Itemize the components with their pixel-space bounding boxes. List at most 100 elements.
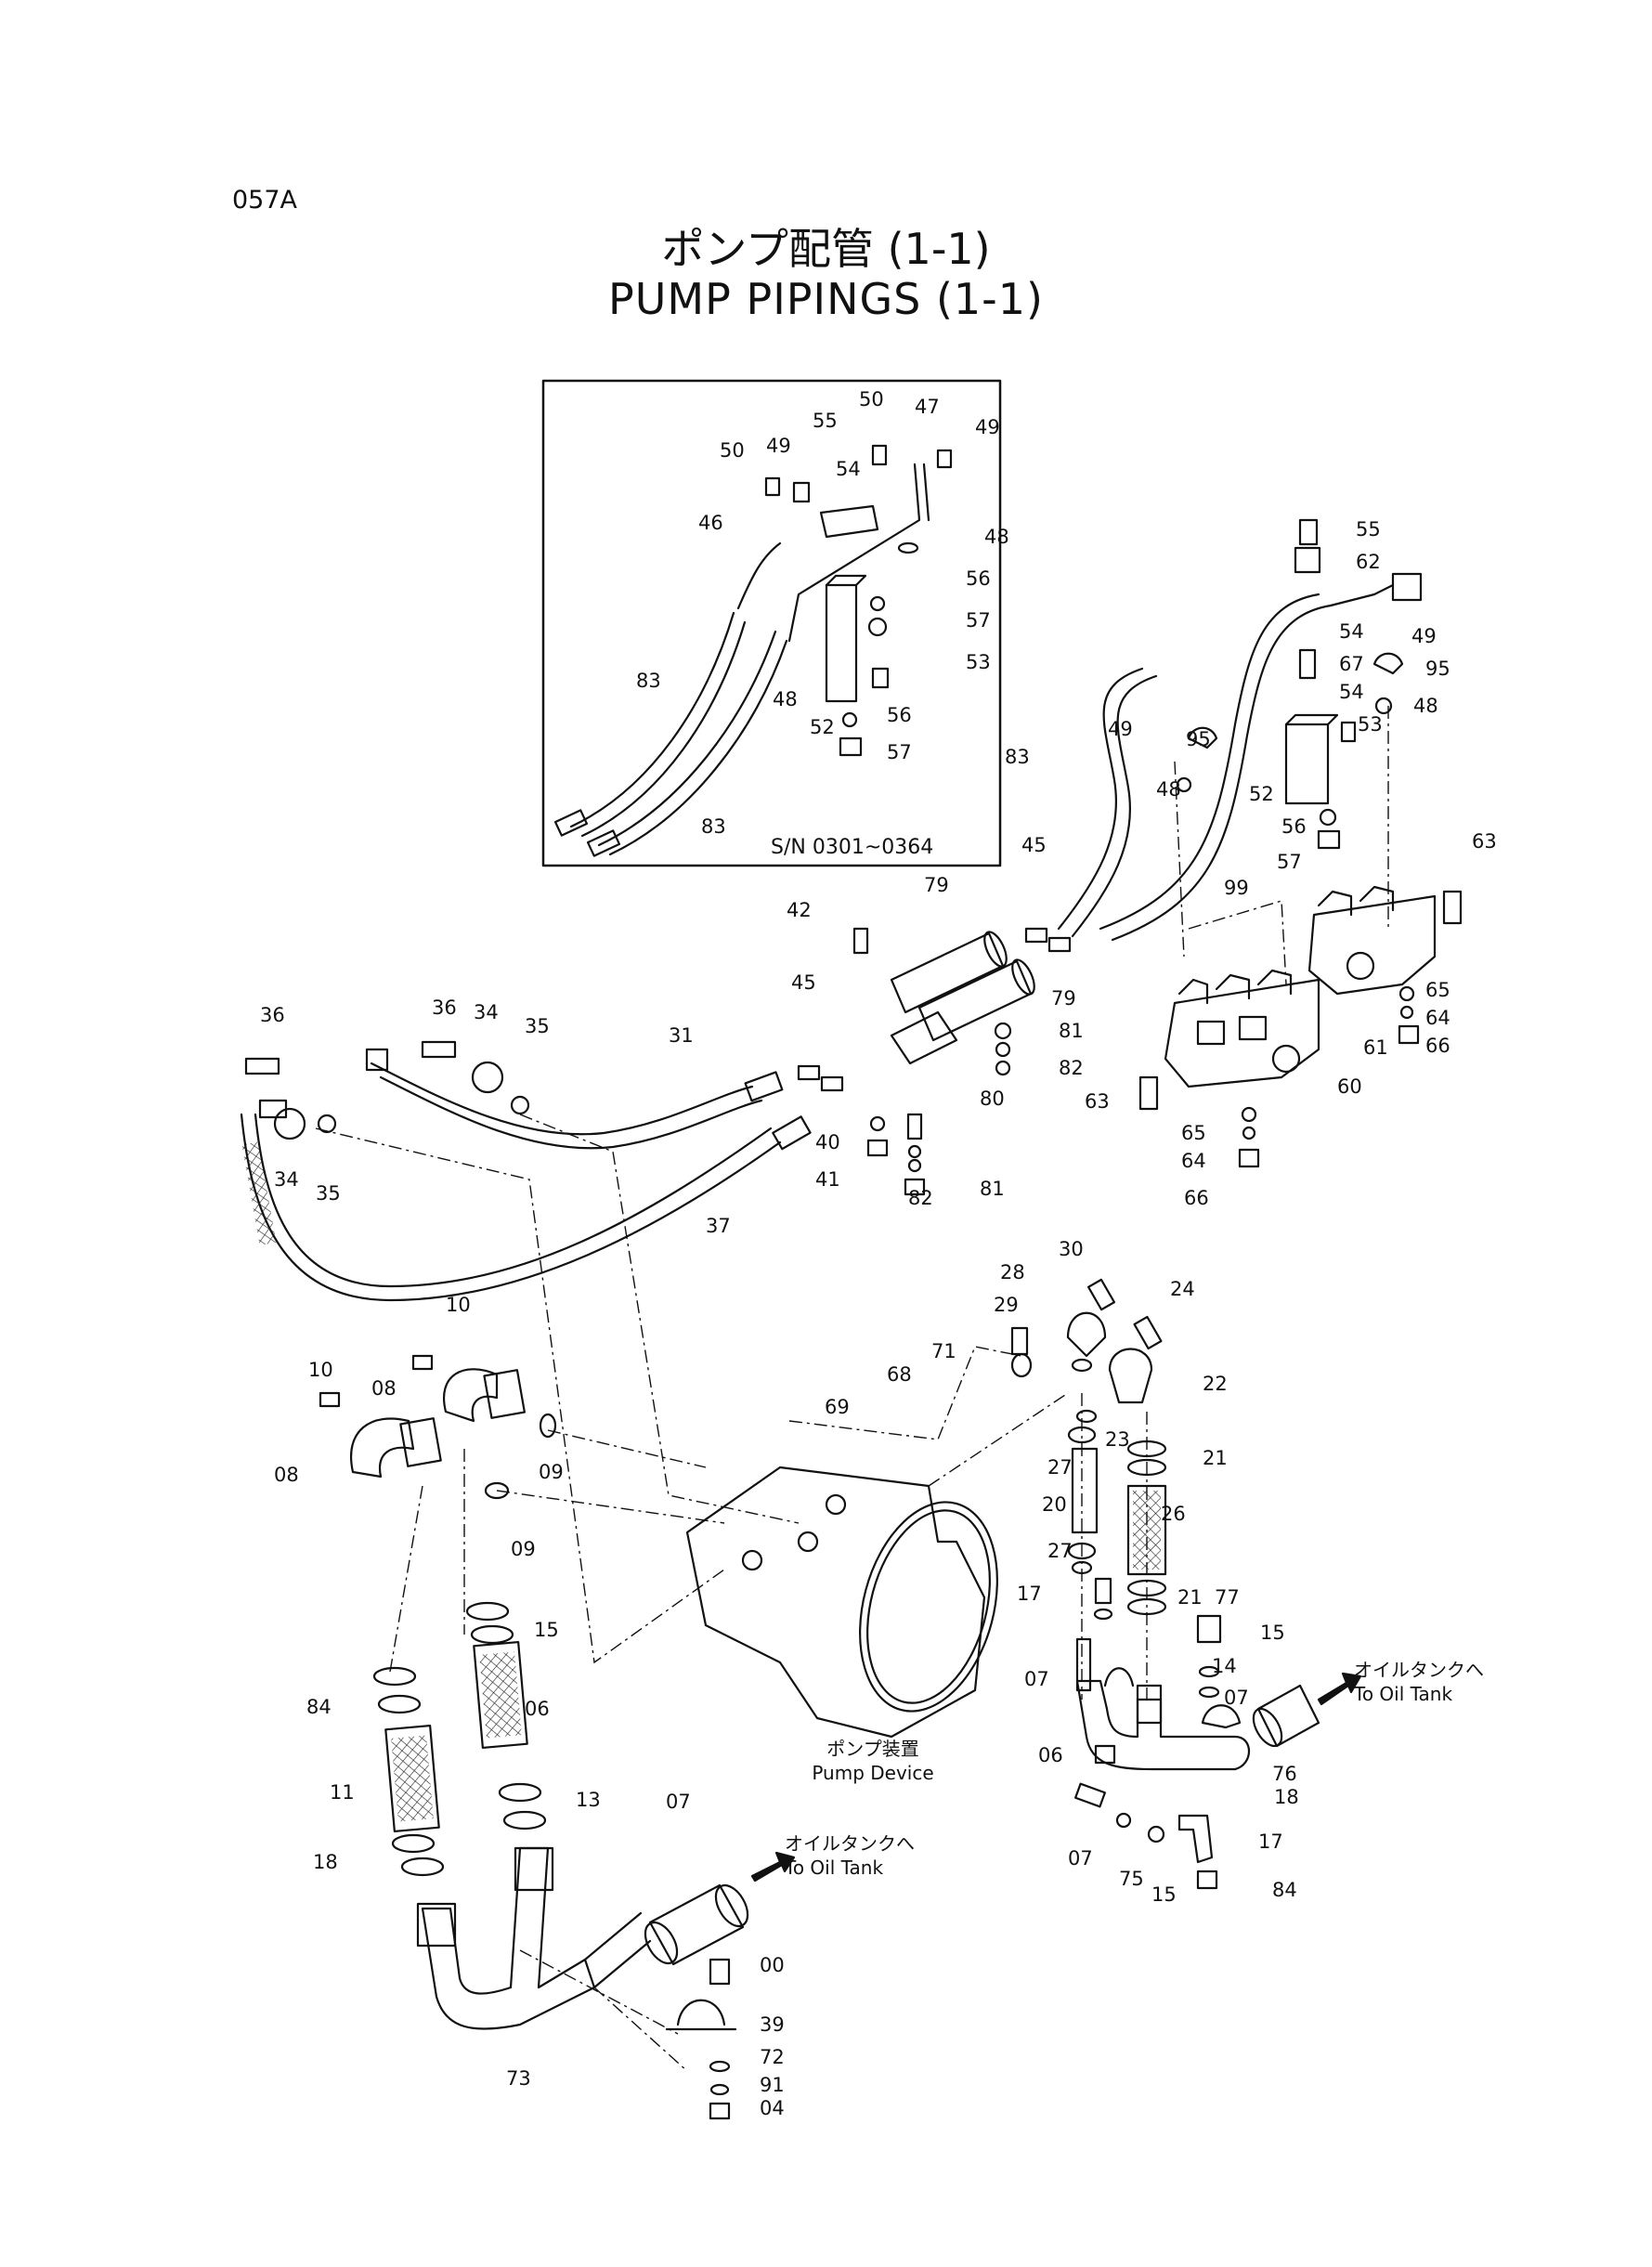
part-callout-81: 81 — [980, 1178, 1005, 1200]
to-oil-tank-caption-right: オイルタンクへ To Oil Tank — [1354, 1658, 1512, 1706]
part-callout-71: 71 — [931, 1340, 956, 1362]
part-callout-11: 11 — [330, 1781, 355, 1804]
part-callout-13: 13 — [576, 1789, 601, 1811]
part-callout-84: 84 — [306, 1696, 332, 1718]
part-callout-65: 65 — [1181, 1122, 1206, 1144]
part-callout-30: 30 — [1059, 1238, 1084, 1260]
to-oil-tank-right-en: To Oil Tank — [1354, 1683, 1453, 1705]
part-callout-45: 45 — [791, 971, 816, 994]
part-callout-46: 46 — [698, 512, 723, 534]
part-callout-52: 52 — [810, 716, 835, 738]
part-callout-55: 55 — [1356, 518, 1381, 541]
inset-hose-83b — [597, 630, 777, 847]
document-code: 057A — [232, 186, 298, 215]
hose-11 — [1256, 1684, 1320, 1748]
part-callout-14: 14 — [1212, 1655, 1237, 1677]
page-title-japanese: ポンプ配管 (1-1) — [661, 224, 991, 274]
part-callout-68: 68 — [887, 1363, 912, 1386]
part-callout-18: 18 — [313, 1851, 338, 1873]
part-callout-00: 00 — [760, 1954, 785, 1976]
part-callout-06: 06 — [525, 1698, 550, 1720]
part-callout-15: 15 — [1260, 1622, 1285, 1644]
inset-hose-83a — [569, 611, 735, 828]
valve-60 — [1164, 978, 1320, 1088]
part-callout-54: 54 — [1339, 620, 1364, 643]
part-callout-28: 28 — [1000, 1261, 1025, 1283]
hose-37 — [240, 1113, 782, 1302]
part-callout-63: 63 — [1085, 1090, 1110, 1113]
part-callout-83: 83 — [636, 670, 661, 692]
part-callout-10: 10 — [308, 1359, 333, 1381]
hose-06-right — [473, 1641, 528, 1749]
part-callout-56: 56 — [966, 567, 991, 590]
part-callout-49: 49 — [1108, 718, 1133, 740]
part-callout-07: 07 — [1024, 1668, 1049, 1690]
part-callout-47: 47 — [915, 396, 940, 418]
part-callout-79: 79 — [924, 874, 949, 896]
part-callout-82: 82 — [908, 1187, 933, 1209]
part-callout-55: 55 — [813, 410, 838, 432]
part-callout-60: 60 — [1337, 1075, 1362, 1098]
part-callout-22: 22 — [1203, 1373, 1228, 1395]
hose-83 — [1057, 667, 1144, 931]
part-callout-56: 56 — [887, 704, 912, 726]
pump-device — [685, 1466, 986, 1739]
part-callout-65: 65 — [1425, 979, 1450, 1001]
part-callout-34: 34 — [474, 1001, 499, 1023]
part-callout-50: 50 — [859, 388, 884, 410]
part-callout-84: 84 — [1272, 1879, 1297, 1901]
part-callout-20: 20 — [1042, 1493, 1067, 1516]
part-callout-17: 17 — [1017, 1583, 1042, 1605]
part-callout-36: 36 — [432, 997, 457, 1019]
to-oil-tank-lower-jp: オイルタンクへ — [785, 1832, 915, 1855]
part-callout-17: 17 — [1258, 1831, 1283, 1853]
part-callout-54: 54 — [836, 458, 861, 480]
part-callout-76: 76 — [1272, 1763, 1297, 1785]
part-callout-36: 36 — [260, 1004, 285, 1026]
pump-device-caption: ポンプ装置 Pump Device — [775, 1737, 970, 1785]
part-callout-08: 08 — [371, 1377, 397, 1400]
part-callout-10: 10 — [446, 1294, 471, 1316]
part-callout-61: 61 — [1363, 1036, 1388, 1059]
part-callout-23: 23 — [1105, 1428, 1130, 1451]
part-callout-95: 95 — [1186, 728, 1211, 750]
hose-00 — [648, 1883, 745, 1966]
part-callout-91: 91 — [760, 2074, 785, 2096]
part-callout-50: 50 — [720, 439, 745, 462]
part-callout-49: 49 — [1411, 625, 1437, 647]
part-callout-79: 79 — [1051, 987, 1076, 1010]
bracket-75 — [1177, 1814, 1214, 1864]
part-callout-56: 56 — [1281, 815, 1307, 838]
part-callout-83: 83 — [1005, 746, 1030, 768]
to-oil-tank-right-jp: オイルタンクへ — [1354, 1659, 1484, 1681]
inset-frame — [541, 379, 1002, 867]
part-callout-07: 07 — [666, 1791, 691, 1813]
part-callout-39: 39 — [760, 2013, 785, 2036]
part-callout-07: 07 — [1068, 1847, 1093, 1870]
part-callout-62: 62 — [1356, 551, 1381, 573]
part-callout-26: 26 — [1161, 1503, 1186, 1525]
part-callout-82: 82 — [1059, 1057, 1084, 1079]
part-callout-49: 49 — [766, 435, 791, 457]
part-callout-40: 40 — [815, 1131, 840, 1153]
part-callout-21: 21 — [1177, 1586, 1203, 1609]
part-callout-66: 66 — [1184, 1187, 1209, 1209]
part-callout-75: 75 — [1119, 1868, 1144, 1890]
part-callout-06: 06 — [1038, 1744, 1063, 1766]
bracket-52 — [1284, 723, 1330, 805]
pump-device-label-en: Pump Device — [812, 1762, 934, 1784]
part-callout-45: 45 — [1021, 834, 1047, 856]
hose-31 — [370, 1062, 754, 1136]
inset-bracket-52 — [825, 583, 858, 703]
part-callout-52: 52 — [1249, 783, 1274, 805]
part-callout-15: 15 — [534, 1619, 559, 1641]
part-callout-77: 77 — [1215, 1586, 1240, 1609]
pipe-72 — [421, 1846, 596, 2030]
part-callout-54: 54 — [1339, 681, 1364, 703]
pipe-08-left — [350, 1417, 415, 1479]
part-callout-24: 24 — [1170, 1278, 1195, 1300]
hose-99 — [1099, 593, 1320, 931]
part-callout-64: 64 — [1181, 1150, 1206, 1172]
